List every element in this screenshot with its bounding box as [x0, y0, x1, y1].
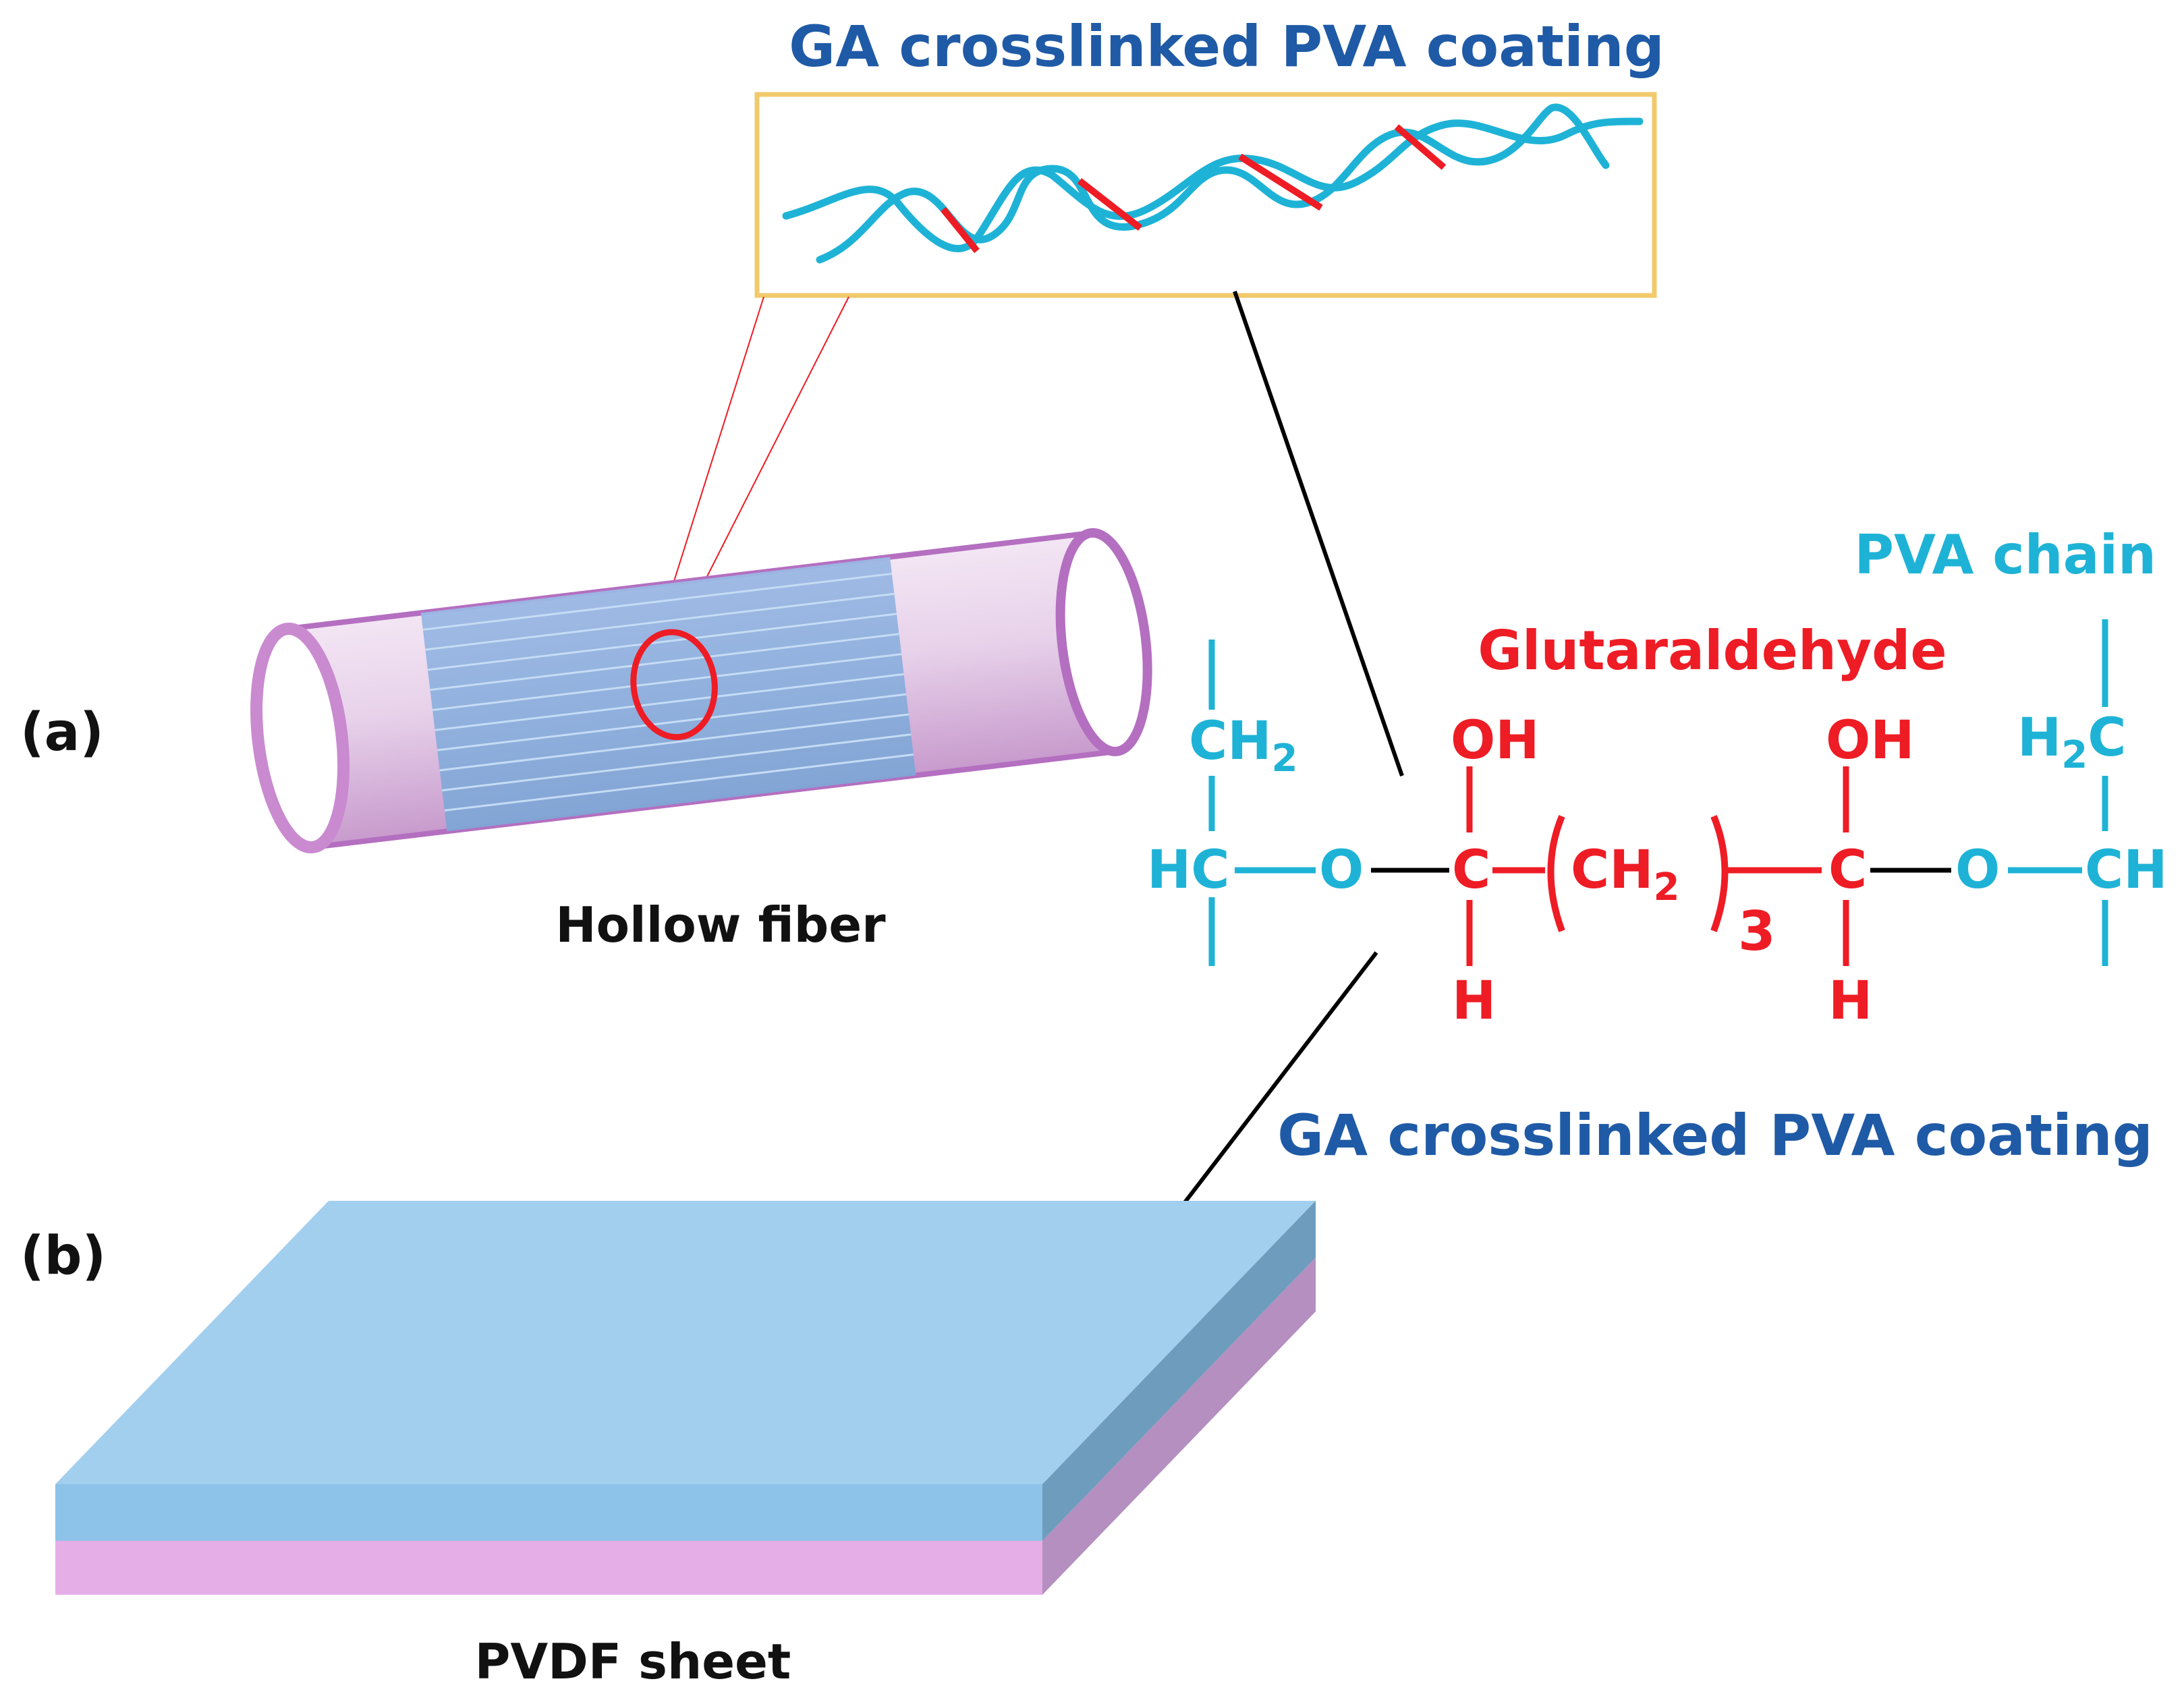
pva-chain-1	[782, 117, 1644, 252]
ch2-mid: CH2	[1571, 840, 1680, 909]
panel-b-label: (b)	[20, 1226, 106, 1286]
hollow-fiber	[250, 528, 1152, 854]
h-right: H	[1828, 971, 1872, 1031]
glutaraldehyde-label: Glutaraldehyde	[1478, 619, 1947, 682]
fiber-right-opening	[1055, 528, 1152, 756]
mid-coating-title: GA crosslinked PVA coating	[1277, 1102, 2153, 1168]
bracket-left	[1547, 815, 1565, 932]
zoom-line-2	[694, 296, 849, 601]
repeat-count: 3	[1738, 900, 1776, 963]
coating-strands	[422, 572, 914, 812]
sheet-side-pvdf	[1042, 1257, 1316, 1595]
pvdf-sheet-label: PVDF sheet	[475, 1633, 791, 1690]
h-left: H	[1452, 971, 1496, 1031]
chemical-structure: PVA chain Glutaraldehyde CH2 HC O OH C H…	[1147, 523, 2168, 1031]
h2c-right: H2C	[2017, 708, 2127, 777]
top-coating-title: GA crosslinked PVA coating	[789, 13, 1664, 80]
fiber-left-opening	[250, 623, 350, 854]
ga-crosslink-3	[1238, 153, 1323, 211]
fiber-coating-band	[420, 557, 916, 832]
ch-right: CH	[2085, 840, 2168, 901]
hollow-fiber-label: Hollow fiber	[555, 897, 886, 953]
oh-right: OH	[1826, 710, 1915, 771]
sheet-side-coating	[1042, 1201, 1316, 1541]
sheet-front-pvdf	[55, 1541, 1042, 1595]
pvdf-sheet	[55, 1201, 1316, 1595]
crosslink-inset	[754, 92, 1657, 298]
leader-line-inset-to-formula	[1233, 291, 1404, 776]
o-left: O	[1319, 840, 1364, 901]
sheet-top-face	[55, 1201, 1316, 1484]
sheet-front-coating	[55, 1484, 1042, 1541]
oh-left: OH	[1451, 710, 1540, 771]
ga-crosslink-4	[1394, 124, 1447, 170]
bracket-right	[1710, 815, 1729, 932]
o-right: O	[1955, 840, 2000, 901]
ga-crosslink-2	[1077, 178, 1143, 231]
c-right: C	[1828, 840, 1867, 901]
zoom-circle	[630, 629, 718, 741]
zoom-line-1	[667, 296, 764, 601]
panel-a-label: (a)	[20, 702, 104, 763]
left-hc: HC	[1147, 840, 1230, 901]
pva-chain-label: PVA chain	[1854, 523, 2156, 586]
ga-crosslink-1	[941, 206, 980, 254]
left-ch2: CH2	[1189, 711, 1298, 781]
c-left: C	[1452, 840, 1490, 901]
